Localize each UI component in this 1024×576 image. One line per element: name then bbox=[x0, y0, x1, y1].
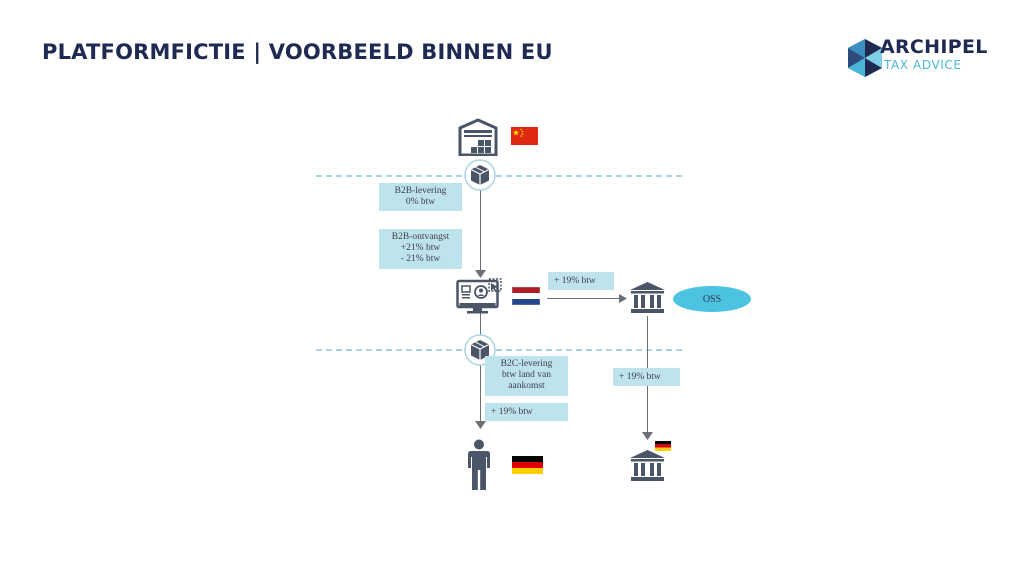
label-b2c-btw: + 19% btw bbox=[485, 403, 568, 421]
person-icon bbox=[468, 439, 490, 490]
package-icon bbox=[464, 159, 496, 191]
box-line: + 19% btw bbox=[619, 372, 661, 382]
bank-icon bbox=[630, 282, 665, 313]
box-line: + 19% btw bbox=[554, 276, 596, 286]
netherlands-flag-icon bbox=[512, 287, 540, 305]
arrow-down-icon bbox=[475, 270, 486, 278]
china-flag-icon bbox=[511, 127, 538, 145]
dashed-border-line-top bbox=[316, 175, 682, 177]
box-line: aankomst bbox=[508, 381, 545, 391]
box-line: 0% btw bbox=[405, 197, 436, 207]
box-line: B2C-levering bbox=[500, 359, 553, 369]
label-oss-to-de-btw: + 19% btw bbox=[613, 368, 680, 386]
bank-icon bbox=[630, 450, 665, 481]
label-b2c-levering: B2C-levering btw land van aankomst bbox=[485, 356, 568, 396]
archipel-logo: ARCHIPEL TAX ADVICE bbox=[846, 36, 996, 78]
box-line: btw land van bbox=[501, 370, 552, 380]
slide-title: PLATFORMFICTIE | VOORBEELD BINNEN EU bbox=[42, 40, 553, 64]
box-line: B2B-levering bbox=[394, 186, 447, 196]
arrow-down-icon bbox=[475, 421, 486, 429]
oss-badge: OSS bbox=[673, 286, 751, 312]
logo-tagline: TAX ADVICE bbox=[884, 58, 962, 72]
oss-label: OSS bbox=[702, 293, 722, 305]
warehouse-icon bbox=[458, 118, 498, 156]
box-line: B2B-ontvangst bbox=[391, 232, 450, 242]
arrow-right-icon bbox=[619, 294, 627, 303]
logo-name: ARCHIPEL bbox=[880, 36, 988, 58]
box-line: +21% btw bbox=[400, 243, 441, 253]
arrow-down-icon bbox=[642, 432, 653, 440]
flow-line-platform-to-tax-office bbox=[547, 298, 621, 299]
label-b2b-levering: B2B-levering 0% btw bbox=[379, 183, 462, 211]
label-b2b-ontvangst: B2B-ontvangst +21% btw - 21% btw bbox=[379, 229, 462, 269]
flow-line-platform-to-consumer bbox=[480, 312, 481, 424]
germany-flag-icon bbox=[512, 456, 543, 474]
flow-line-china-to-platform bbox=[480, 190, 481, 274]
dashed-border-line-bottom bbox=[316, 349, 682, 351]
label-nl-to-oss-btw: + 19% btw bbox=[548, 272, 614, 290]
platform-computer-icon bbox=[456, 278, 502, 314]
box-line: - 21% btw bbox=[400, 254, 441, 264]
box-line: + 19% btw bbox=[491, 407, 533, 417]
hexagon-logo-icon bbox=[848, 39, 882, 77]
germany-flag-icon bbox=[655, 441, 671, 451]
